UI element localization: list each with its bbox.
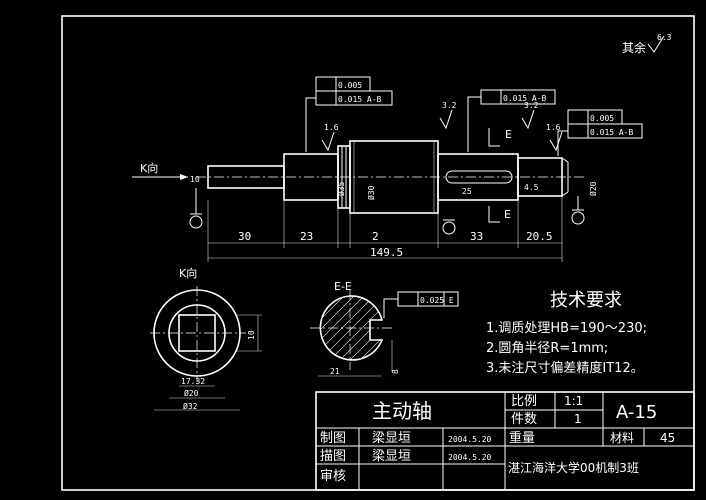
svg-text:0.015 A-B: 0.015 A-B [590, 128, 634, 137]
material-value: 45 [660, 431, 675, 445]
drawn-by: 梁显垣 [372, 431, 411, 446]
svg-text:1.6: 1.6 [546, 123, 561, 132]
svg-text:2: 2 [372, 230, 379, 243]
k-direction-arrow: K向 [132, 161, 188, 180]
tolerance-frame-3: 0.005 0.015 A-B 1.6 [546, 109, 643, 156]
svg-text:6.3: 6.3 [657, 33, 672, 42]
part-name: 主动轴 [372, 399, 432, 423]
svg-text:K向: K向 [179, 266, 197, 280]
svg-text:Ø20: Ø20 [588, 181, 598, 196]
surface-finish-symbol: 6.3 [647, 33, 672, 53]
datum-a [189, 188, 203, 229]
svg-text:0.005: 0.005 [338, 81, 362, 90]
tech-item-3: 3.未注尺寸偏差精度IT12。 [486, 360, 644, 376]
section-ee: E-E 0.025 E 21 [310, 280, 459, 377]
svg-text:0.015 A-B: 0.015 A-B [338, 95, 382, 104]
traced-date: 2004.5.20 [448, 453, 492, 462]
svg-text:33: 33 [470, 230, 483, 243]
svg-text:23: 23 [300, 230, 313, 243]
svg-text:25: 25 [462, 187, 472, 196]
svg-text:21: 21 [330, 367, 340, 376]
traced-label: 描图 [320, 449, 346, 464]
tech-requirements: 技术要求 1.调质处理HB=190～230; 2.圆角半径R=1mm; 3.未注… [486, 290, 647, 376]
svg-text:10: 10 [190, 175, 200, 184]
svg-text:Ø35: Ø35 [336, 181, 346, 196]
drawn-date: 2004.5.20 [448, 435, 492, 444]
svg-text:3.2: 3.2 [524, 101, 539, 110]
svg-text:Ø32: Ø32 [183, 401, 198, 411]
weight-label: 重量 [509, 430, 535, 446]
material-label: 材料 [610, 431, 634, 445]
scale-value: 1:1 [564, 394, 583, 408]
svg-text:Ø20: Ø20 [184, 388, 199, 398]
svg-text:149.5: 149.5 [370, 246, 403, 259]
qty-label: 件数 [511, 412, 537, 427]
svg-text:Ø30: Ø30 [366, 185, 376, 200]
svg-text:17.32: 17.32 [181, 377, 205, 386]
tolerance-frame-2: 0.015 A-B 3.2 3.2 [439, 89, 556, 152]
qty-value: 1 [574, 412, 582, 426]
svg-text:E: E [505, 128, 512, 141]
checked-label: 审核 [320, 469, 346, 484]
svg-text:8: 8 [391, 369, 400, 374]
svg-text:30: 30 [238, 230, 251, 243]
scale-label: 比例 [511, 394, 537, 409]
svg-text:E: E [504, 208, 511, 221]
datum-e [442, 219, 456, 235]
tech-item-2: 2.圆角半径R=1mm; [486, 341, 608, 356]
k-view: K向 10 17.32 Ø20 Ø32 [150, 266, 262, 411]
dimension-chain: 30 23 2 33 20.5 149.5 10 Ø35 Ø30 Ø20 25 … [190, 175, 598, 262]
svg-text:0.025 E: 0.025 E [420, 296, 454, 305]
svg-text:0.005: 0.005 [590, 114, 614, 123]
drawn-label: 制图 [320, 431, 346, 446]
svg-text:20.5: 20.5 [526, 230, 553, 243]
svg-text:1.6: 1.6 [324, 123, 339, 132]
svg-text:3.2: 3.2 [442, 101, 457, 110]
shaft-main-view [196, 140, 585, 214]
svg-text:0.015 A-B: 0.015 A-B [503, 94, 547, 103]
tolerance-frame-1: 0.005 0.015 A-B 1.6 [305, 76, 393, 152]
tech-requirements-title: 技术要求 [550, 290, 622, 311]
title-block [315, 391, 695, 491]
section-mark: E E [488, 128, 512, 223]
organization: 湛江海洋大学00机制3班 [508, 460, 639, 475]
tech-item-1: 1.调质处理HB=190～230; [486, 321, 647, 336]
datum-b [571, 196, 585, 225]
svg-text:E-E: E-E [334, 280, 352, 293]
traced-by: 梁显垣 [372, 449, 411, 464]
svg-text:4.5: 4.5 [524, 183, 539, 192]
svg-text:K向: K向 [140, 161, 158, 175]
surface-finish-note: 其余 [622, 40, 646, 55]
svg-text:10: 10 [247, 330, 256, 340]
drawing-number: A-15 [616, 402, 657, 423]
